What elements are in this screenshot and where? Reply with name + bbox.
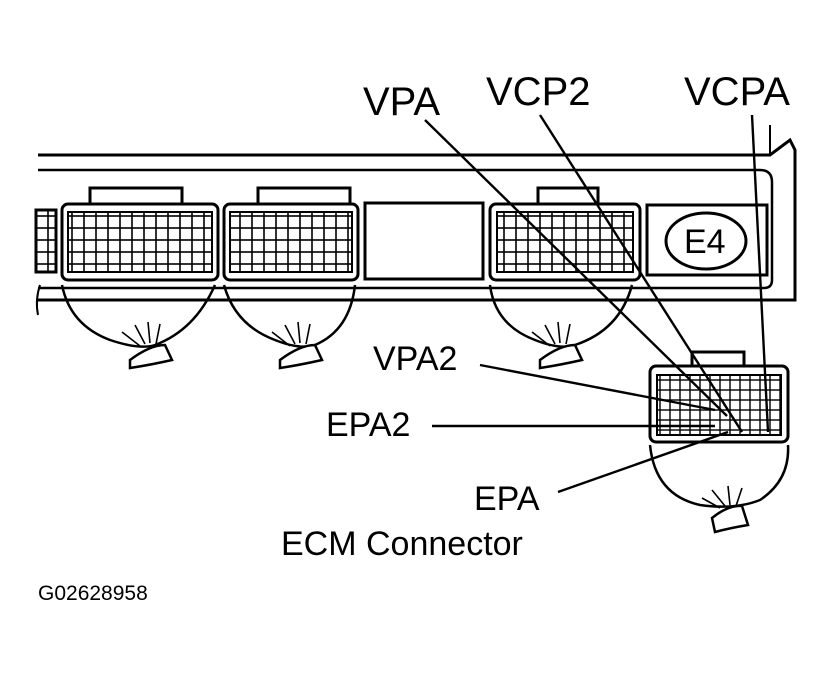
leader-lines [424,114,770,494]
leader-vcp2 [538,114,744,433]
blank-window [363,201,485,281]
figure-code: G02628958 [38,582,148,605]
e4-window [645,203,769,277]
leader-vpa [424,119,728,417]
label-vcp2: VCP2 [486,70,591,114]
detail-connector [648,350,790,534]
ecm-housing [38,125,797,302]
leader-vpa2 [479,363,716,412]
leader-epa [557,430,729,494]
leader-vcpa [750,114,770,433]
caption: ECM Connector [281,525,523,563]
connector-4 [488,186,642,370]
connector-2 [60,186,220,370]
connector-3 [222,186,360,370]
connector-1 [34,208,58,316]
label-epa: EPA [474,480,540,518]
e4-label: E4 [684,223,726,261]
label-epa2: EPA2 [326,406,411,444]
label-vcpa: VCPA [684,70,790,114]
label-vpa: VPA [363,80,441,124]
label-vpa2: VPA2 [373,340,458,378]
